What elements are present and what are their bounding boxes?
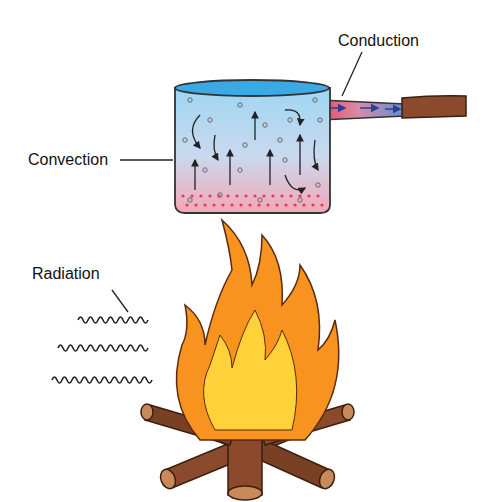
bubble	[238, 103, 242, 107]
heat-dot	[271, 194, 274, 197]
bubble	[316, 183, 320, 187]
bubble	[318, 118, 322, 122]
heat-dot	[185, 203, 188, 206]
heat-dot	[284, 203, 287, 206]
bubble	[313, 98, 317, 102]
bubble	[183, 138, 187, 142]
radiation-waves	[52, 317, 152, 383]
heat-dot	[275, 203, 278, 206]
heat-dot	[244, 194, 247, 197]
heat-dot	[235, 194, 238, 197]
wave	[58, 345, 148, 351]
bubble	[298, 198, 302, 202]
bubble	[238, 168, 242, 172]
bubble	[283, 158, 287, 162]
label: Conduction	[338, 31, 419, 50]
fire	[176, 220, 338, 440]
heat-dot	[212, 203, 215, 206]
pan-handle	[320, 96, 466, 120]
heat-dot	[190, 194, 193, 197]
heat-dot	[226, 194, 229, 197]
heat-dot	[320, 203, 323, 206]
leader-lines	[112, 52, 362, 312]
bubble	[218, 193, 222, 197]
heat-dot	[199, 194, 202, 197]
wave	[78, 317, 148, 323]
heat-dot	[311, 203, 314, 206]
bubble	[208, 118, 212, 122]
heat-dot	[221, 203, 224, 206]
bubble	[258, 198, 262, 202]
label: Radiation	[32, 264, 100, 283]
wave	[52, 377, 152, 383]
heat-dot	[217, 194, 220, 197]
heat-dot	[266, 203, 269, 206]
heat-dot	[248, 203, 251, 206]
heat-dot	[257, 203, 260, 206]
heat-dot	[208, 194, 211, 197]
heat-dot	[293, 203, 296, 206]
heat-dot	[307, 194, 310, 197]
heat-dot	[194, 203, 197, 206]
heat-dot	[230, 203, 233, 206]
bubble	[188, 98, 192, 102]
bubble	[203, 168, 207, 172]
heat-dot	[302, 203, 305, 206]
bubble	[263, 123, 267, 127]
bubble	[243, 143, 247, 147]
heat-dot	[239, 203, 242, 206]
heat-dot	[316, 194, 319, 197]
pot	[175, 80, 330, 213]
heat-dot	[280, 194, 283, 197]
heat-dot	[262, 194, 265, 197]
label: Convection	[28, 150, 108, 169]
bubble	[188, 198, 192, 202]
heat-dot	[203, 203, 206, 206]
bubble	[278, 138, 282, 142]
heat-dot	[181, 194, 184, 197]
heat-dot	[289, 194, 292, 197]
bubble	[288, 118, 292, 122]
heat-dot	[253, 194, 256, 197]
heat-dot	[298, 194, 301, 197]
